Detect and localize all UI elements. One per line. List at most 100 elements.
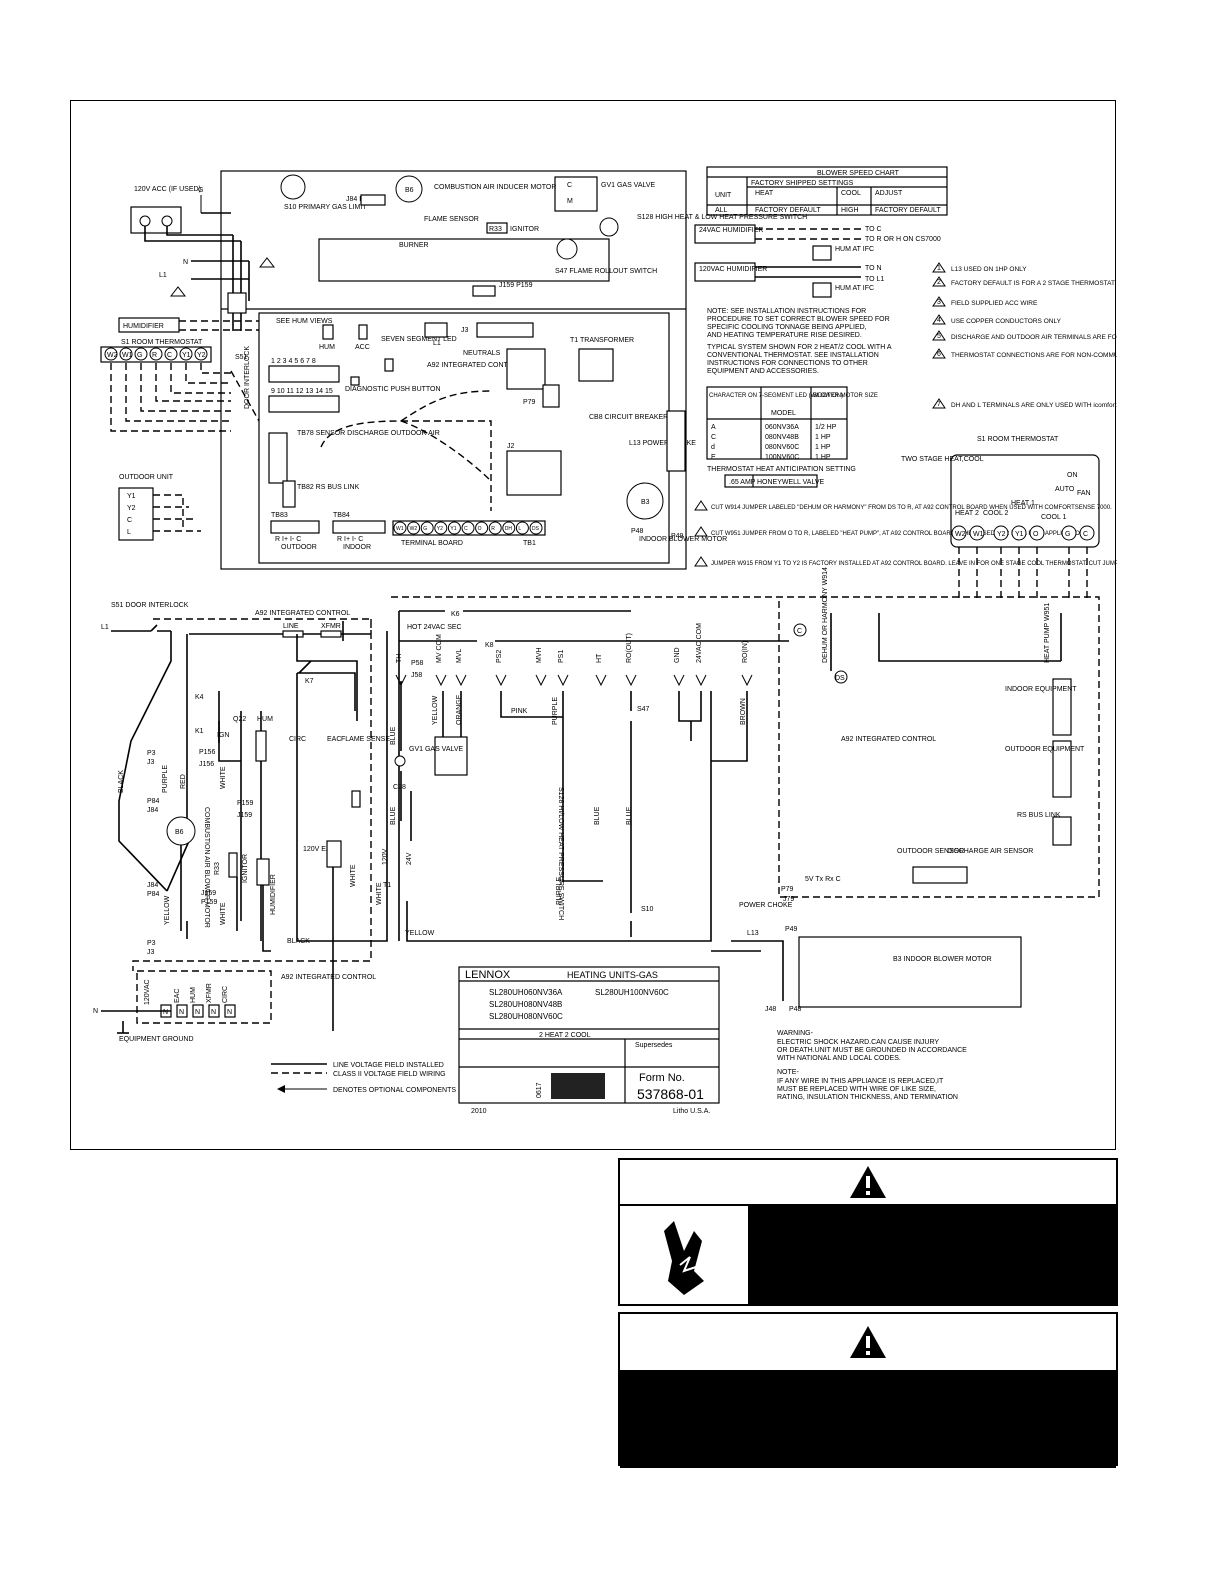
note-triangle-icon: [932, 296, 946, 307]
svg-text:DISCHARGE AIR SENSOR: DISCHARGE AIR SENSOR: [947, 848, 1033, 855]
svg-text:K8: K8: [485, 642, 494, 649]
svg-text:N: N: [183, 259, 188, 266]
s47-label: S47 FLAME ROLLOUT SWITCH: [555, 268, 657, 275]
svg-text:TB84: TB84: [333, 512, 350, 519]
terminal-board-terminal: [515, 521, 529, 535]
title-block: LENNOX HEATING UNITS-GAS SL280UH060NV36A…: [458, 966, 720, 1115]
ifc-terminal: [176, 1004, 188, 1018]
outdoor-unit-label: OUTDOOR UNIT: [119, 474, 174, 481]
svg-text:ACC: ACC: [355, 344, 370, 351]
note-text: FIELD SUPPLIED ACC WIRE: [951, 300, 1038, 307]
led-chart-cell: 1 HP: [815, 434, 831, 441]
svg-text:PURPLE: PURPLE: [556, 877, 563, 905]
warning-header-2: [620, 1314, 1116, 1372]
s51-schematic-label: S51 DOOR INTERLOCK: [111, 602, 189, 609]
s1-terminal: [993, 525, 1009, 541]
a92-bottom-label: A92 INTEGRATED CONTROL: [281, 974, 376, 981]
a92-pin-label: MVH: [536, 647, 543, 663]
svg-text:EAC: EAC: [327, 736, 341, 743]
connector-pin: [595, 674, 607, 687]
led-chart-cell: 100NV60C: [765, 454, 799, 461]
terminal-board-terminal: [475, 521, 489, 535]
a92-pin-label: HT: [596, 653, 603, 663]
anticipation-title: THERMOSTAT HEAT ANTICIPATION SETTING: [707, 466, 856, 473]
thermostat-terminal: [164, 347, 178, 361]
svg-text:P84: P84: [147, 891, 160, 898]
svg-text:0617: 0617: [536, 1082, 543, 1098]
svg-text:.65 AMP: .65 AMP: [729, 479, 756, 486]
svg-text:P48: P48: [789, 1006, 802, 1013]
ifc-terminal-label: N: [179, 1009, 184, 1016]
a92-label: A92 INTEGRATED CONTROL: [427, 362, 522, 369]
thermostat-terminal-label: Y1: [182, 352, 191, 359]
thermostat-terminal: [149, 347, 163, 361]
a92-right-label: A92 INTEGRATED CONTROL: [841, 736, 936, 743]
svg-text:NEUTRALS: NEUTRALS: [463, 350, 501, 357]
svg-text:P79: P79: [523, 399, 536, 406]
a92-pin-label: PS1: [558, 650, 565, 663]
svg-text:G: G: [198, 187, 203, 194]
ifc-terminal-name: HUM: [190, 987, 197, 1003]
svg-text:J84: J84: [147, 807, 158, 814]
svg-text:Form No.: Form No.: [639, 1072, 685, 1084]
led-chart-header: BLOWER MOTOR SIZE: [813, 393, 878, 399]
ifc-terminal: [192, 1004, 204, 1018]
svg-text:C: C: [797, 628, 802, 635]
svg-text:WHITE: WHITE: [376, 882, 383, 905]
s1-terminal-label: W2: [955, 531, 966, 538]
svg-text:L1: L1: [101, 624, 109, 631]
svg-text:T1: T1: [383, 882, 391, 889]
equipment-ground-label: EQUIPMENT GROUND: [119, 1036, 194, 1043]
warning-line: OR DEATH.UNIT MUST BE GROUNDED IN ACCORD…: [777, 1047, 967, 1054]
svg-text:TO L1: TO L1: [865, 276, 884, 283]
ifc-terminal-label: N: [195, 1009, 200, 1016]
svg-text:BLUE: BLUE: [390, 726, 397, 745]
rs-bus-label: RS BUS LINK: [1017, 812, 1061, 819]
svg-text:OUTDOOR SENSOR: OUTDOOR SENSOR: [897, 848, 964, 855]
note-line: MUST BE REPLACED WITH WIRE OF LIKE SIZE,: [777, 1086, 936, 1093]
s1-terminal: [1061, 525, 1077, 541]
outdoor-unit-terminal-label: L: [127, 529, 131, 536]
ifc-terminal-name: CIRC: [222, 986, 229, 1003]
s1-terminal-label: G: [1065, 531, 1070, 538]
svg-text:J84 P84: J84 P84: [346, 196, 372, 203]
svg-text:TB83: TB83: [271, 512, 288, 519]
svg-text:P79: P79: [781, 886, 794, 893]
svg-text:J159 P159: J159 P159: [499, 282, 533, 289]
svg-text:R33: R33: [489, 226, 502, 233]
svg-text:1 2 3 4 5 6 7 8: 1 2 3 4 5 6 7 8: [271, 358, 316, 365]
s1-label: HEAT 2: [955, 510, 979, 517]
svg-text:PINK: PINK: [511, 708, 528, 715]
note-text: L13 USED ON 1HP ONLY: [951, 266, 1027, 273]
svg-text:INDOOR: INDOOR: [343, 544, 371, 551]
svg-text:BLUE: BLUE: [626, 806, 633, 825]
svg-text:J3: J3: [147, 949, 155, 956]
s128-label: S128 HIGH HEAT & LOW HEAT PRESSURE SWITC…: [637, 214, 807, 221]
svg-text:P3: P3: [147, 750, 156, 757]
svg-text:XFMR: XFMR: [321, 623, 341, 630]
jumper-note-icon: [694, 556, 708, 567]
model-number: SL280UH080NV48B: [489, 1000, 562, 1009]
note-line: AND HEATING TEMPERATURE RISE DESIRED.: [707, 332, 862, 339]
svg-text:L1: L1: [433, 340, 441, 347]
thermostat-terminal: [194, 347, 208, 361]
jumper-note-icon: [694, 500, 708, 511]
note-text: USE COPPER CONDUCTORS ONLY: [951, 318, 1062, 325]
blower-chart-cell: FACTORY DEFAULT: [875, 207, 941, 214]
jumper-note: JUMPER W915 FROM Y1 TO Y2 IS FACTORY INS…: [711, 561, 1117, 567]
thermostat-terminal: [119, 347, 133, 361]
outdoor-unit-terminal-label: Y1: [127, 493, 136, 500]
ifc-terminal-name: XFMR: [206, 983, 213, 1003]
connector-pin: [741, 674, 753, 687]
tb82-label: TB82 RS BUS LINK: [297, 484, 360, 491]
unit-outline: [220, 170, 687, 570]
svg-text:2010: 2010: [471, 1108, 487, 1115]
note-line: EQUIPMENT AND ACCESSORIES.: [707, 368, 819, 375]
note-text: THERMOSTAT CONNECTIONS ARE FOR NON-COMMU…: [951, 352, 1117, 359]
led-chart-cell: C: [711, 434, 716, 441]
svg-text:TWO STAGE HEAT,COOL: TWO STAGE HEAT,COOL: [901, 456, 984, 463]
svg-text:J48: J48: [765, 1006, 776, 1013]
svg-text:R I+ I- C: R I+ I- C: [337, 536, 363, 543]
s1-label: FAN: [1077, 490, 1091, 497]
